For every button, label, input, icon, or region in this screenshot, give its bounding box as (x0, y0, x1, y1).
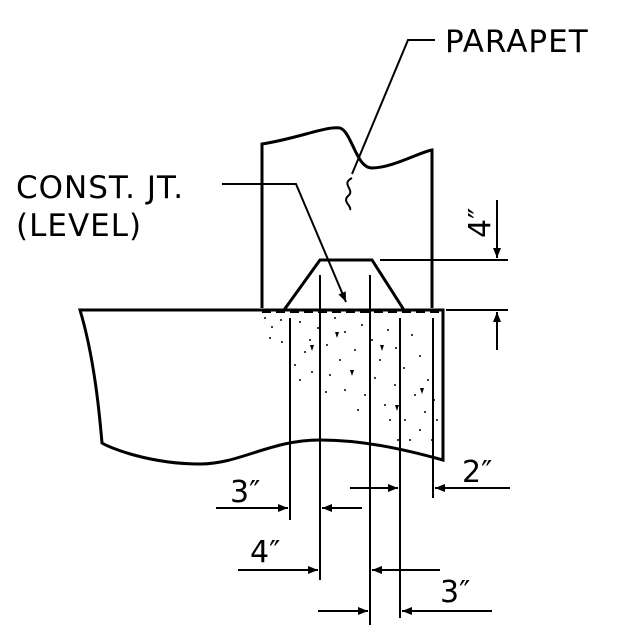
const-jt-level-label: (LEVEL) (16, 208, 142, 244)
dim-4in-text: 4″ (250, 535, 280, 570)
const-jt-leader (222, 183, 347, 303)
parapet-label: PARAPET (445, 24, 589, 60)
parapet-outline (260, 126, 434, 308)
const-jt-label: CONST. JT. (16, 170, 184, 206)
parapet-leader (351, 39, 435, 175)
deck-slab-outline (77, 308, 445, 466)
dim-3in-left-text: 3″ (230, 475, 260, 510)
dim-2in-text: 2″ (462, 455, 492, 490)
break-symbol (345, 177, 353, 211)
dim-3in-bottom-text: 3″ (440, 575, 470, 610)
shear-key (282, 258, 406, 311)
dim-key-height-text: 4″ (463, 208, 498, 238)
